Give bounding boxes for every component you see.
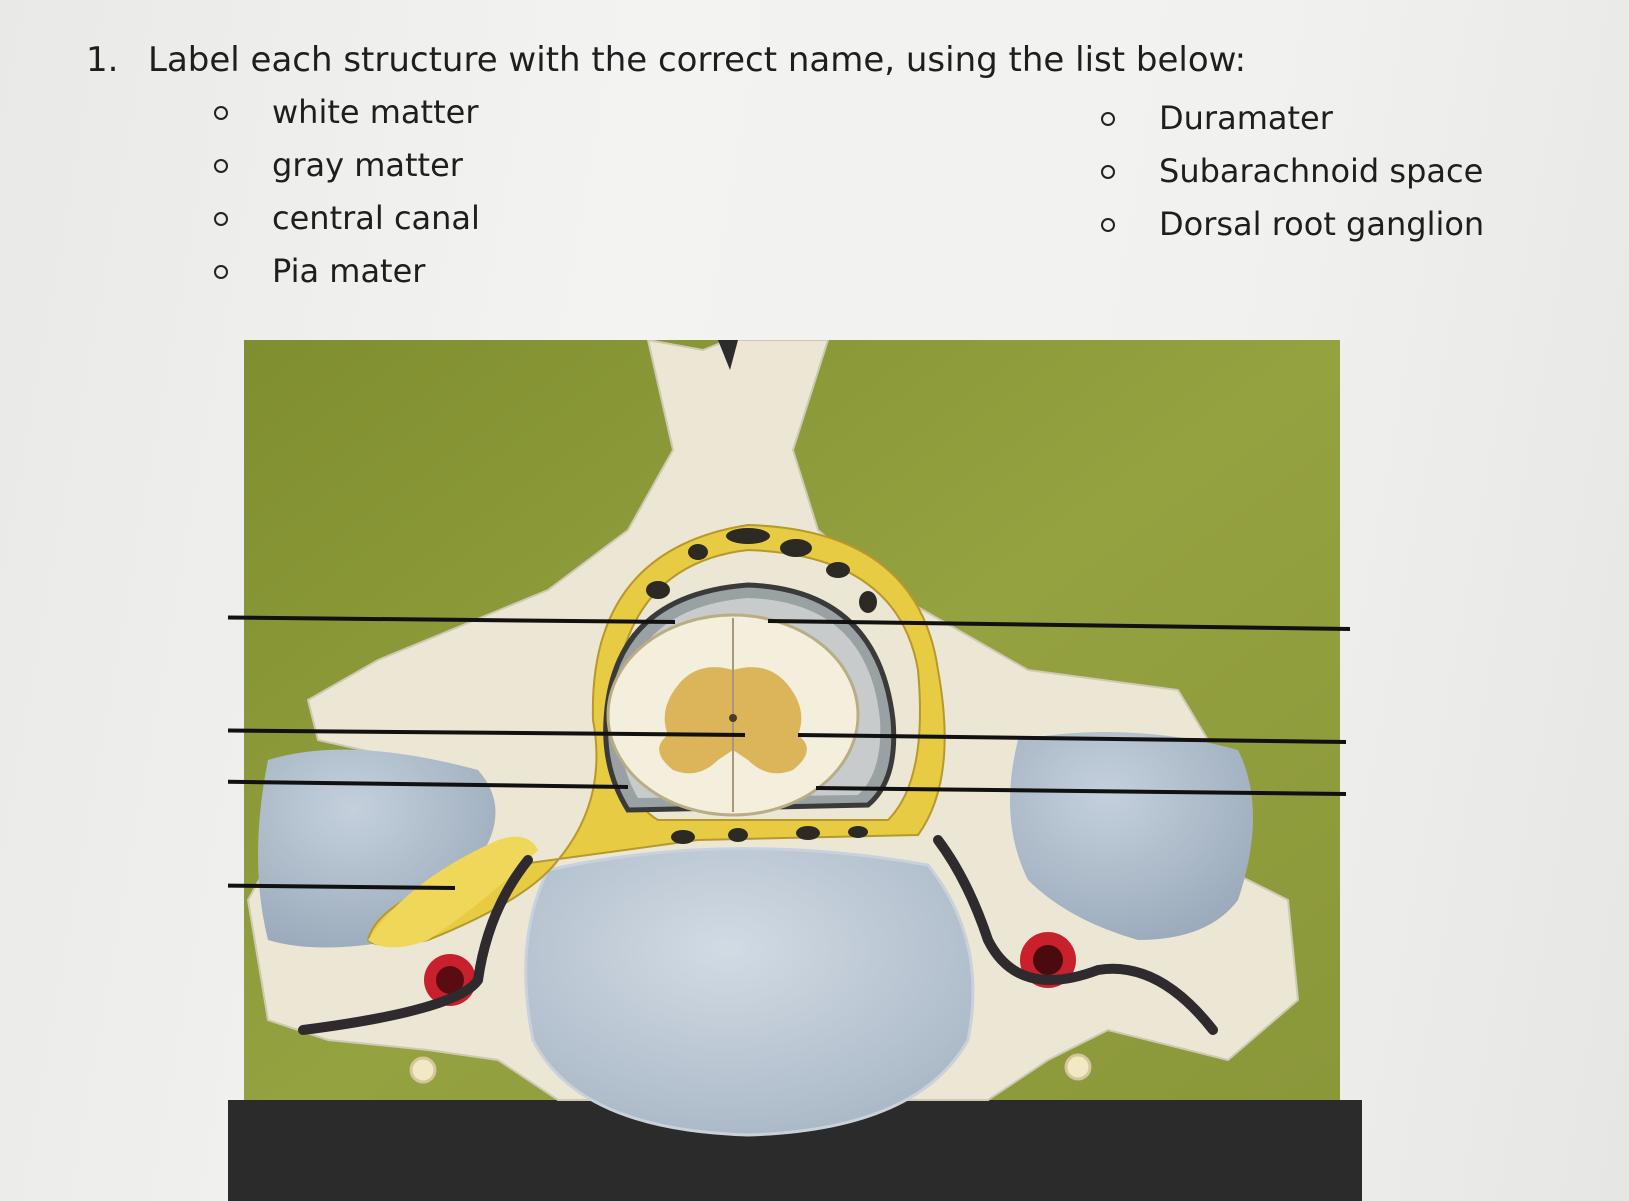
right-transverse-cartilage: [1010, 732, 1253, 940]
option-dorsal-root-ganglion: Dorsal root ganglion: [1101, 198, 1484, 251]
spinal-nerves: [298, 835, 1218, 1035]
option-pia-mater: Pia mater: [214, 245, 480, 298]
option-white-matter: white matter: [214, 86, 480, 139]
label-line: [228, 728, 746, 737]
spinous-notch: [718, 340, 738, 370]
bullet-icon: [214, 265, 228, 279]
option-duramater: Duramater: [1101, 92, 1484, 145]
label-lines-right: [767, 619, 1351, 796]
label-line: [228, 779, 629, 789]
word-bank-right: Duramater Subarachnoid space Dorsal root…: [1101, 92, 1484, 251]
word-bank-left: white matter gray matter central canal P…: [214, 86, 480, 298]
option-gray-matter: gray matter: [214, 139, 480, 192]
option-central-canal: central canal: [214, 192, 480, 245]
bullet-icon: [1101, 165, 1115, 179]
left-nerve-root: [368, 836, 538, 948]
bullet-icon: [1101, 112, 1115, 126]
label-line: [228, 883, 456, 890]
label-line: [815, 786, 1347, 796]
bullet-icon: [214, 159, 228, 173]
bullet-icon: [214, 212, 228, 226]
bullet-icon: [1101, 218, 1115, 232]
central-canal: [729, 714, 737, 722]
label-line: [228, 615, 676, 624]
vertebral-body-disc: [524, 847, 975, 1137]
label-line: [797, 733, 1347, 744]
question-number: 1.: [86, 40, 119, 80]
label-lines-left: [228, 615, 746, 890]
question-heading: 1. Label each structure with the correct …: [86, 40, 1246, 80]
spinal-cord-cross-section-model-icon: [228, 340, 1362, 1201]
question-prompt: Label each structure with the correct na…: [148, 40, 1247, 80]
label-line: [767, 619, 1351, 631]
vertebral-arteries: [424, 932, 1076, 1006]
option-subarachnoid-space: Subarachnoid space: [1101, 145, 1484, 198]
epidural-vessels: [630, 528, 877, 844]
bullet-icon: [214, 106, 228, 120]
spinal-cord-model-photo: [228, 340, 1362, 1201]
